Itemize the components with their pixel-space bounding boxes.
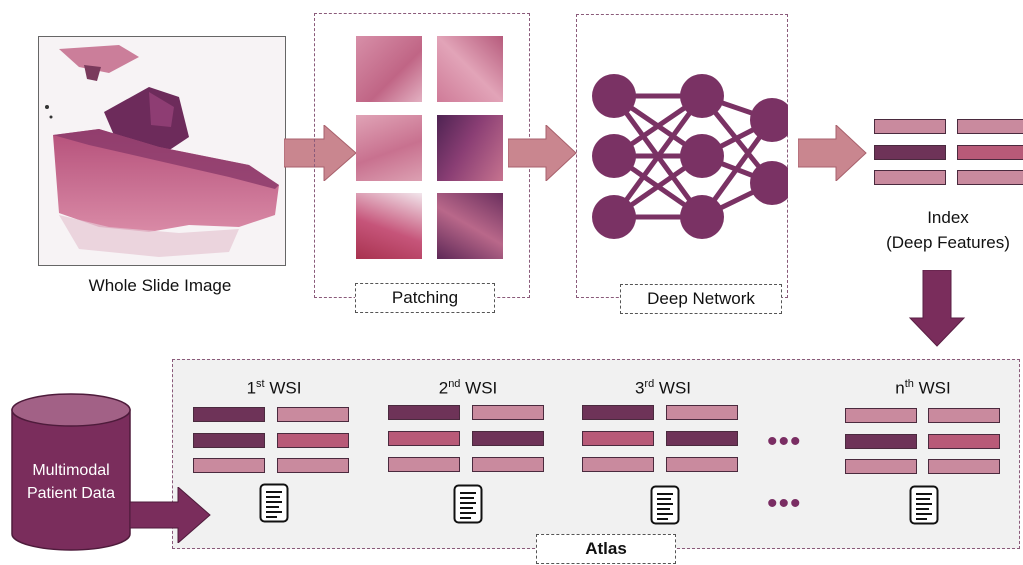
feature-bar [666,405,738,420]
patch-4 [437,115,503,181]
cylinder-database-icon [11,393,131,551]
index-bar [874,145,946,160]
feature-bar [193,433,265,448]
index-label: Index [927,208,969,227]
feature-bar [845,459,917,474]
feature-bar [845,408,917,423]
arrow-right-icon [798,125,867,181]
feature-bar [582,405,654,420]
network-label: Deep Network [620,284,782,314]
document-icon [650,485,680,525]
feature-bar [277,433,349,448]
arrow-right-icon [508,125,577,181]
database-label-line2: Patient Data [26,485,116,502]
feature-bar [928,434,1000,449]
arrow-right-icon [284,125,357,181]
feature-bar [277,458,349,473]
patching-label: Patching [355,283,495,313]
document-icon [909,485,939,525]
index-bar [957,170,1023,185]
feature-bar [388,405,460,420]
wsi-title-1: 1st WSI [246,378,302,398]
document-icon [453,484,483,524]
feature-bar [193,407,265,422]
feature-bar [928,408,1000,423]
wsi-label: Whole Slide Image [88,276,232,295]
index-bar [874,119,946,134]
wsi-title-3: 3rd WSI [634,378,692,398]
arrow-right-icon [130,487,211,543]
feature-bar [388,457,460,472]
document-icon [259,483,289,523]
feature-bar [472,431,544,446]
feature-bar [845,434,917,449]
patch-3 [356,115,422,181]
feature-bar [666,431,738,446]
ellipsis: ••• [767,487,802,520]
whole-slide-image [38,36,286,266]
feature-bar [582,431,654,446]
index-bar [874,170,946,185]
feature-bar [277,407,349,422]
patch-2 [437,36,503,102]
arrow-down-icon [908,270,966,347]
wsi-title-2: 2nd WSI [438,378,498,398]
feature-bar [928,459,1000,474]
patch-5 [356,193,422,259]
feature-bar [666,457,738,472]
database-label-line1: Multimodal [32,462,110,479]
patch-6 [437,193,503,259]
index-bar [957,119,1023,134]
index-bar [957,145,1023,160]
neural-network-icon [592,74,788,239]
patch-1 [356,36,422,102]
atlas-label: Atlas [536,534,676,564]
wsi-title-n: nth WSI [895,378,951,398]
feature-bar [472,405,544,420]
feature-bar [193,458,265,473]
feature-bar [472,457,544,472]
atlas-panel [172,359,1020,549]
index-sublabel: (Deep Features) [886,233,1010,252]
feature-bar [388,431,460,446]
feature-bar [582,457,654,472]
ellipsis: ••• [767,425,802,458]
